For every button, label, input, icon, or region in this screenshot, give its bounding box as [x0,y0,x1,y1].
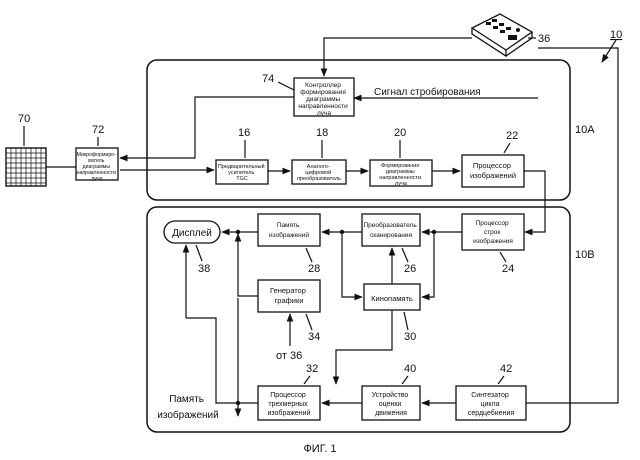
transducer-ref: 70 [18,113,30,125]
junction-dot-line-proc [432,230,436,234]
preamp-ref: 16 [238,127,250,139]
controller-leader [278,82,294,90]
image-processor-ref: 22 [506,130,518,142]
graphics-to-display-line [238,234,258,296]
cineloop-to-3d-line [336,310,392,384]
display-ref: 38 [198,263,210,275]
group-10a-ref: 10A [575,124,595,136]
scan-converter-box [362,214,420,246]
system-ref: 10 [610,29,622,41]
controller-to-mbf-line [120,97,294,158]
junction-dot-display [236,230,240,234]
controller-ref: 74 [262,73,274,85]
proc-3d-ref: 32 [306,363,318,375]
image-memory-box [258,214,320,246]
proc-3d-label: Процессор трехмерных изображений [268,392,311,417]
ui-to-controller-line [324,38,472,76]
strobe-label: Сигнал стробирования [374,86,481,98]
graphics-ref: 34 [308,331,320,343]
proc-3d-leader [304,376,310,384]
cineloop-label: Кинопамять [371,294,413,303]
image-memory-ref: 28 [308,263,320,275]
image-memory-leader [306,248,312,262]
line-processor-leader [500,252,506,262]
heart-cycle-leader [498,376,504,384]
scan-converter-leader [402,248,408,262]
motion-leader [402,376,408,384]
transducer-array [6,148,46,186]
line-processor-ref: 24 [502,263,514,275]
display-label: Дисплей [172,228,212,239]
line-proc-to-cineloop-line [422,232,434,297]
graphics-label: Генератор графики [270,286,308,305]
display-input-route [186,318,238,403]
beamformer-ref: 20 [394,127,406,139]
figure-caption: ФИГ. 1 [303,443,336,455]
from-36-label: от 36 [276,350,302,362]
input-panel-ref: 36 [538,33,550,45]
motion-ref: 40 [404,363,416,375]
graphics-leader [306,314,312,330]
display-leader [196,245,202,261]
cineloop-ref: 30 [404,331,416,343]
image-processor-label: Процессор изображений [470,161,516,180]
cineloop-leader [404,312,408,330]
heart-cycle-external-line [526,48,618,403]
scan-to-cineloop-line [342,232,362,297]
microbeamformer-ref: 72 [92,124,104,136]
image-memory-output-label: Память изображений [157,394,218,421]
user-interface-icon [472,14,532,56]
processor-to-line-processor-line [524,171,545,232]
3d-to-image-memory-line [238,403,258,416]
scan-converter-ref: 26 [404,263,416,275]
adc-ref: 18 [316,127,328,139]
image-processor-leader [504,143,510,153]
system-ref-arrow [602,40,616,62]
heart-cycle-ref: 42 [500,363,512,375]
group-10b-ref: 10B [575,249,595,261]
